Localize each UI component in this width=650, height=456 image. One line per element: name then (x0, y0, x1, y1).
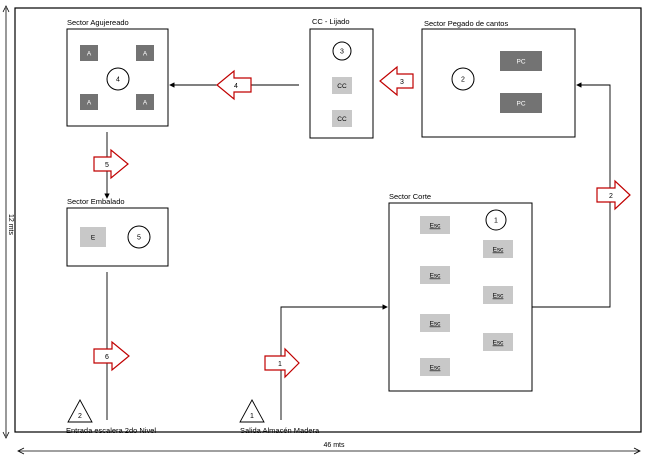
machine-box-cc2 (332, 110, 352, 127)
svg-text:1: 1 (278, 361, 282, 368)
machine-box-esc5 (420, 314, 450, 332)
entrada-label: Entrada escalera 2do Nivel (66, 426, 156, 435)
sector-pegado-title: Sector Pegado de cantos (424, 19, 508, 28)
plant-boundary (14, 7, 642, 433)
svg-text:Esc: Esc (430, 321, 442, 328)
svg-text:5: 5 (137, 235, 141, 242)
height-dimension-label: 12 mts (7, 214, 14, 236)
machine-box-esc7 (420, 358, 450, 376)
svg-text:A: A (87, 100, 92, 107)
svg-text:E: E (91, 235, 96, 242)
triangle-marker-1 (239, 399, 265, 423)
machine-box-esc6 (483, 333, 513, 351)
svg-text:4: 4 (234, 83, 238, 90)
svg-text:6: 6 (105, 354, 109, 361)
width-dimension-label: 46 mts (323, 442, 345, 449)
step-circle-5 (127, 225, 151, 249)
svg-text:CC: CC (337, 83, 347, 90)
sector-agujereado-title: Sector Agujereado (67, 18, 129, 27)
svg-text:3: 3 (340, 49, 344, 56)
sector-corte: Sector Corte 1 Esc Esc Esc Esc Esc Esc E… (388, 192, 533, 392)
machine-box-esc3 (420, 266, 450, 284)
flow-arrow-4: 4 (216, 69, 252, 101)
svg-text:2: 2 (78, 413, 82, 420)
svg-text:Esc: Esc (430, 223, 442, 230)
svg-text:Esc: Esc (430, 273, 442, 280)
sector-corte-title: Sector Corte (389, 192, 431, 201)
flow-arrow-6: 6 (93, 340, 130, 372)
machine-box-pc1 (500, 51, 542, 71)
machine-box-esc4 (483, 286, 513, 304)
svg-text:4: 4 (116, 77, 120, 84)
machine-box-a4 (136, 94, 154, 110)
step-circle-4 (106, 67, 130, 91)
machine-box-a3 (80, 94, 98, 110)
step-circle-2 (451, 67, 475, 91)
sector-pegado: Sector Pegado de cantos 2 PC PC (421, 19, 576, 138)
svg-text:PC: PC (516, 59, 525, 66)
triangle-marker-2 (67, 399, 93, 423)
svg-text:Esc: Esc (493, 340, 505, 347)
step-circle-1 (485, 209, 507, 231)
svg-text:3: 3 (400, 79, 404, 86)
machine-box-a2 (136, 45, 154, 61)
flow-arrow-3: 3 (379, 65, 414, 97)
svg-text:1: 1 (250, 413, 254, 420)
sector-lijado: CC - Lijado 3 CC CC (309, 17, 374, 139)
sector-agujereado: Sector Agujereado A A A A 4 (66, 18, 169, 127)
svg-text:PC: PC (516, 101, 525, 108)
svg-text:CC: CC (337, 116, 347, 123)
connector-salida-corte (280, 304, 388, 420)
machine-box-esc2 (483, 240, 513, 258)
flow-arrow-1: 1 (264, 347, 300, 379)
sector-lijado-title: CC - Lijado (312, 17, 350, 26)
machine-box-e (80, 227, 106, 247)
svg-text:A: A (87, 51, 92, 58)
endpoint-entrada: 2 Entrada escalera 2do Nivel (66, 399, 156, 435)
svg-text:Esc: Esc (493, 247, 505, 254)
svg-text:A: A (143, 51, 148, 58)
svg-text:Esc: Esc (493, 293, 505, 300)
svg-text:5: 5 (105, 162, 109, 169)
svg-text:2: 2 (461, 77, 465, 84)
sector-embalado-title: Sector Embalado (67, 197, 125, 206)
svg-text:Esc: Esc (430, 365, 442, 372)
flow-arrow-2: 2 (596, 179, 631, 211)
svg-text:1: 1 (494, 218, 498, 225)
machine-box-pc2 (500, 93, 542, 113)
endpoint-salida: 1 Salida Almacén Madera (239, 399, 320, 435)
salida-label: Salida Almacén Madera (240, 426, 320, 435)
machine-box-esc1 (420, 216, 450, 234)
svg-text:2: 2 (609, 193, 613, 200)
sector-embalado: Sector Embalado E 5 (66, 197, 169, 267)
step-circle-3 (332, 41, 352, 61)
machine-box-a1 (80, 45, 98, 61)
svg-text:A: A (143, 100, 148, 107)
flow-arrow-5: 5 (93, 148, 129, 180)
machine-box-cc1 (332, 77, 352, 94)
